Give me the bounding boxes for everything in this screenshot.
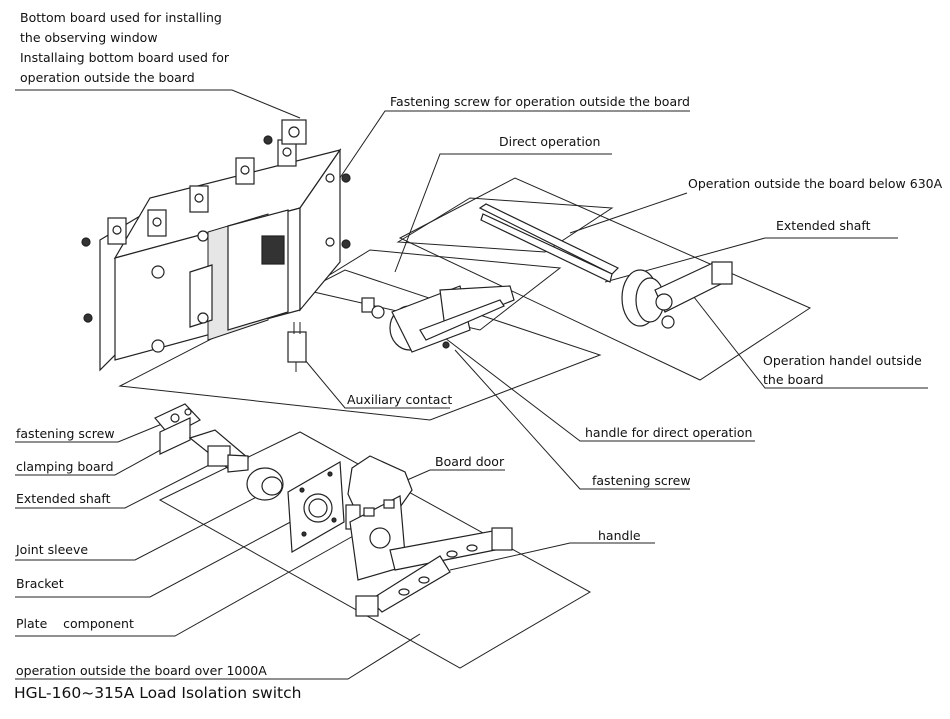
label-handel-outside-1: Operation handel outside (763, 353, 922, 368)
label-board-door: Board door (435, 454, 505, 469)
auxiliary-contact (287, 322, 307, 372)
label-bottom-board-4: operation outside the board (20, 70, 195, 85)
label-direct-operation: Direct operation (499, 134, 601, 149)
label-clamping-board: clamping board (16, 459, 114, 474)
label-handle: handle (598, 528, 641, 543)
label-bottom-board-2: the observing window (20, 30, 158, 45)
label-fastening-screw-left: fastening screw (16, 426, 115, 441)
leader-lines (15, 89, 928, 680)
direct-operation-assembly (361, 285, 515, 353)
label-extended-shaft-top: Extended shaft (776, 218, 871, 233)
label-bottom-board-1: Bottom board used for installing (20, 10, 222, 25)
outside-handle-assembly (478, 203, 733, 329)
label-fastening-screw-outside: Fastening screw for operation outside th… (390, 94, 690, 109)
label-fastening-screw-mid: fastening screw (592, 473, 691, 488)
label-handel-outside-2: the board (763, 372, 824, 387)
label-plate-component: Plate component (16, 616, 134, 631)
label-bracket: Bracket (16, 576, 64, 591)
label-auxiliary-contact: Auxiliary contact (347, 392, 453, 407)
label-bottom-board-3: Installaing bottom board used for (20, 50, 230, 65)
label-extended-shaft-left: Extended shaft (16, 491, 111, 506)
label-outside-over-1000: operation outside the board over 1000A (16, 663, 267, 678)
switch-body (81, 119, 351, 372)
label-joint-sleeve: Joint sleeve (16, 542, 89, 557)
handle-assembly (349, 495, 513, 617)
lower-parts (154, 403, 345, 554)
label-handle-direct: handle for direct operation (585, 425, 753, 440)
diagram-title: HGL-160~315A Load Isolation switch (14, 684, 302, 702)
label-outside-below-630: Operation outside the board below 630A (688, 176, 943, 191)
